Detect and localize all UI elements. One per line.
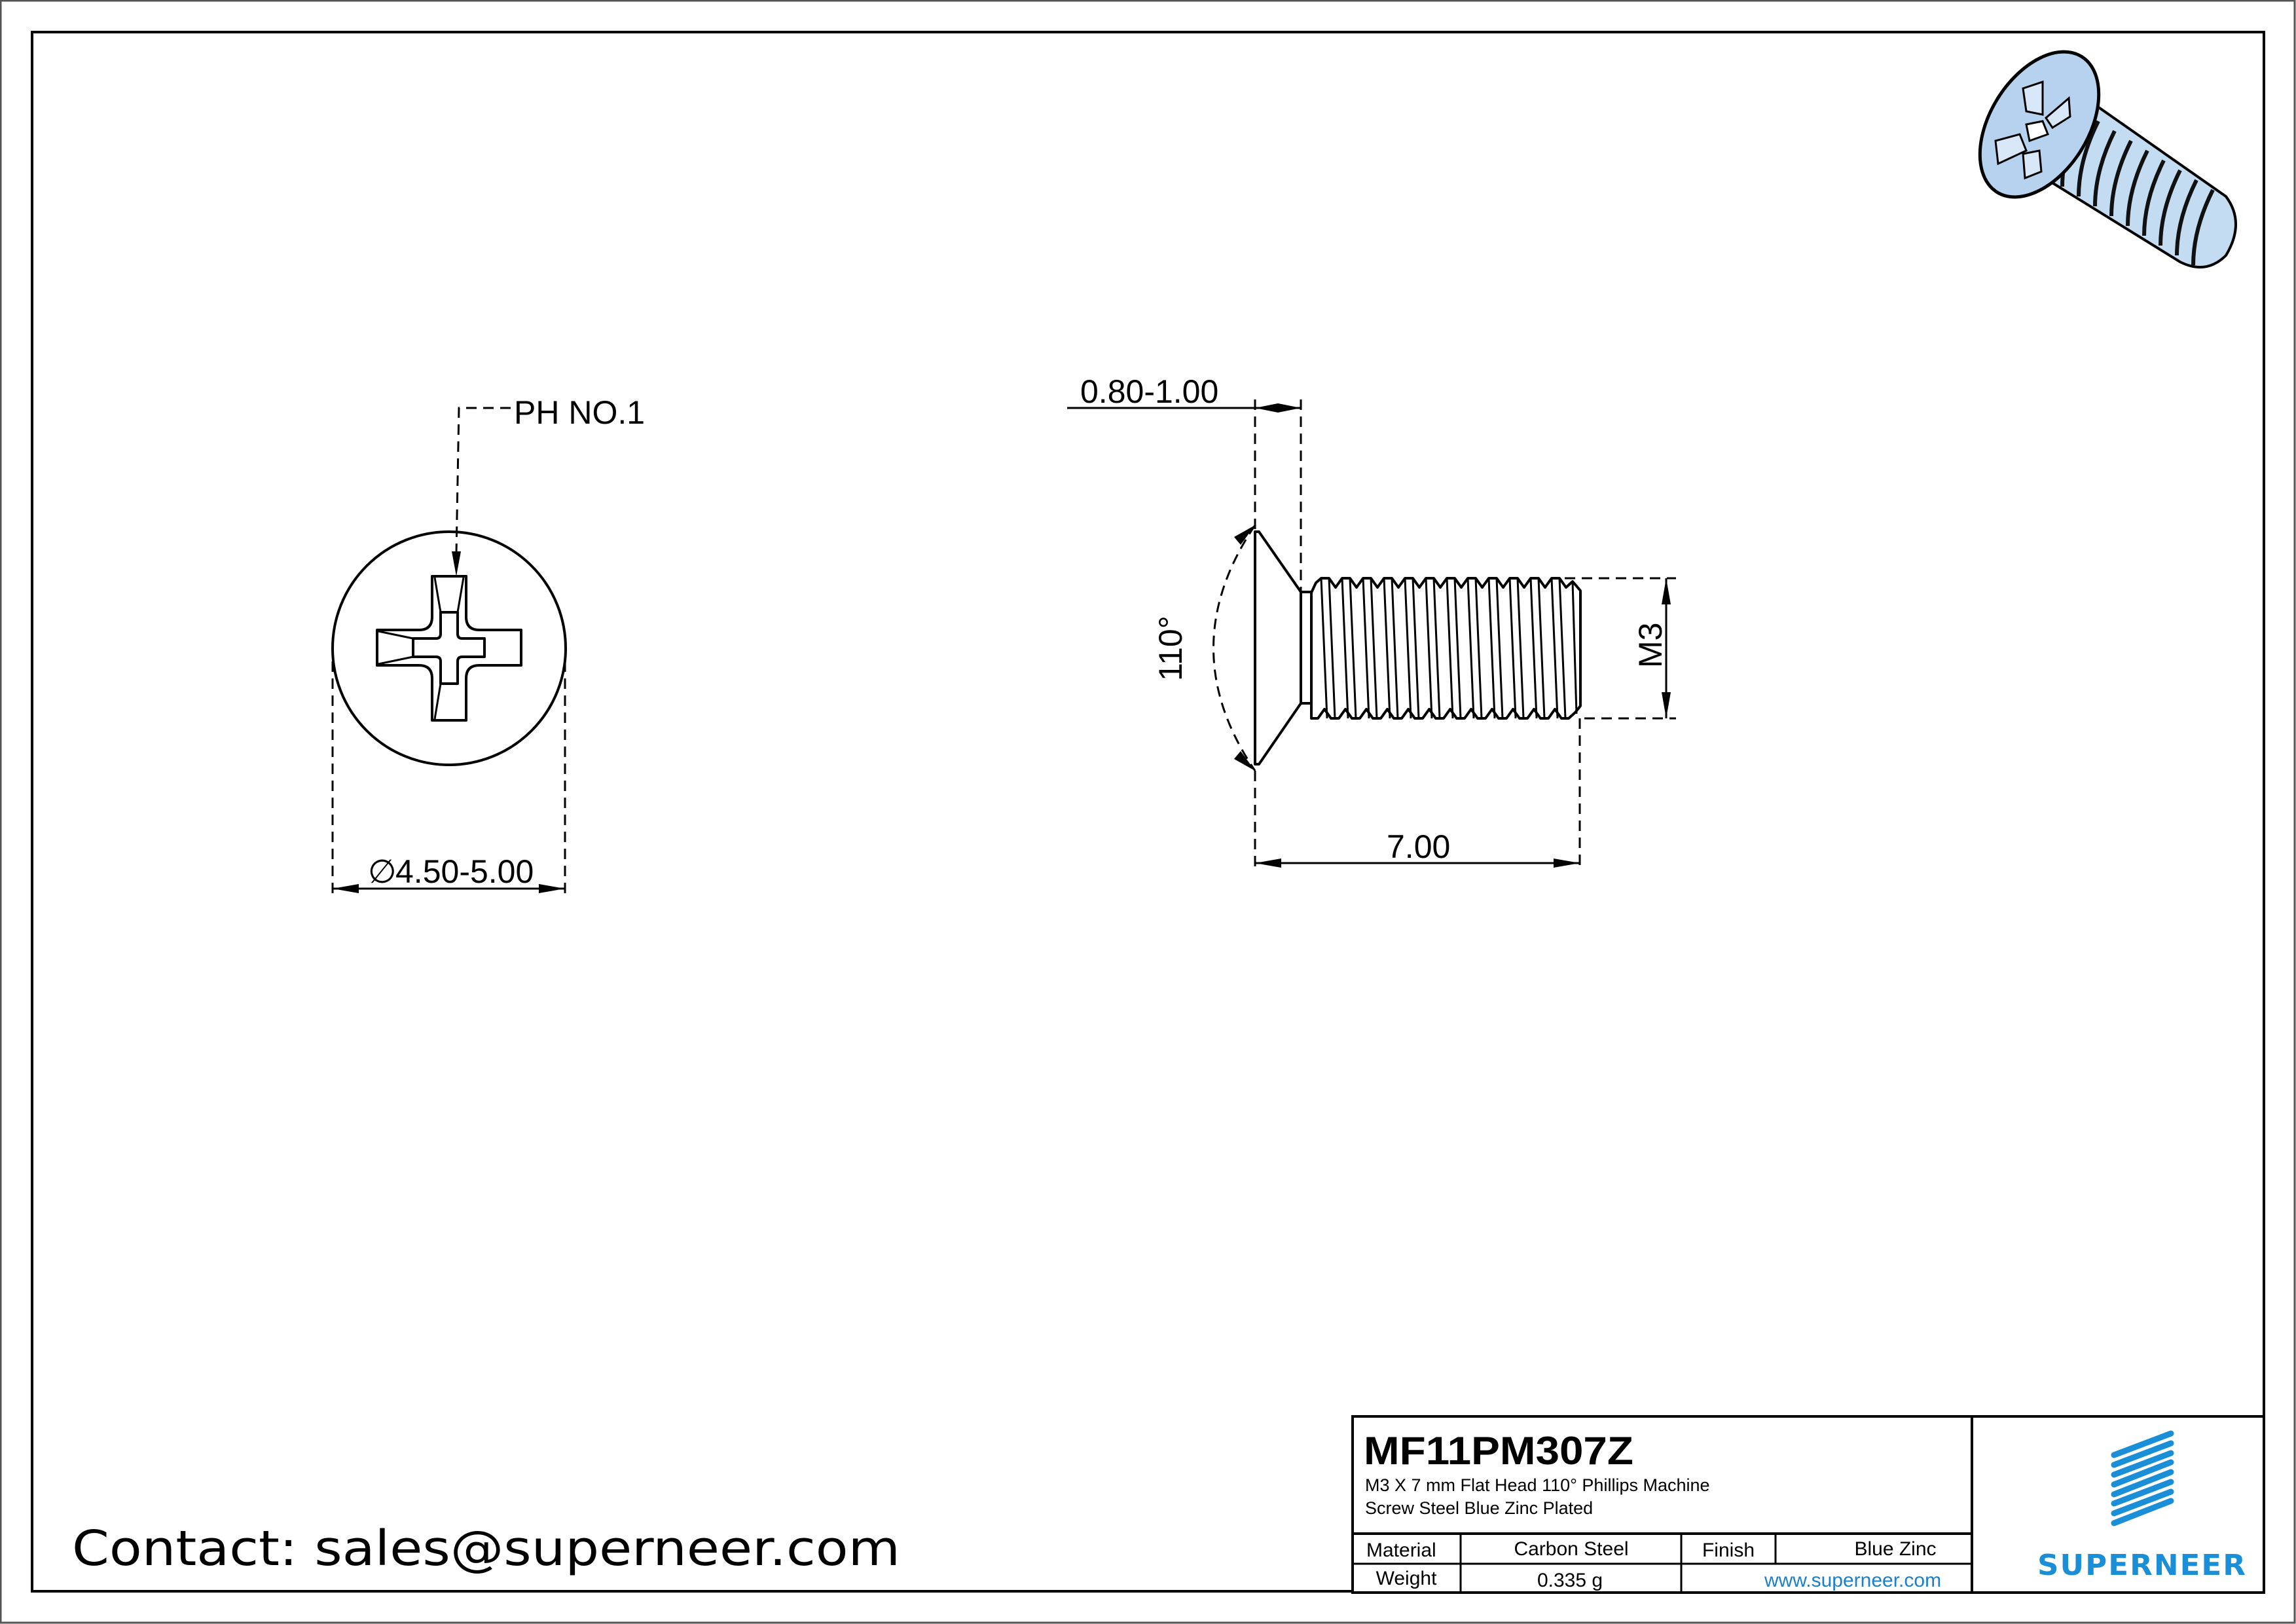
brand-name: SUPERNEER [2037, 1549, 2247, 1582]
weight-label: Weight [1376, 1568, 1437, 1589]
top-view: PH NO.1 ∅ 4.50-5.00 [331, 394, 645, 895]
finish-label: Finish [1702, 1540, 1755, 1561]
finish-value: Blue Zinc [1854, 1538, 1936, 1560]
side-view: 0.80-1.00 110° M3 7.00 [1067, 373, 1676, 870]
weight-value: 0.335 g [1537, 1570, 1603, 1591]
drive-size-label: PH NO.1 [514, 394, 645, 431]
head-outline [331, 530, 567, 766]
material-label: Material [1366, 1540, 1436, 1561]
website-link[interactable]: www.superneer.com [1764, 1570, 1941, 1591]
thread-body [1310, 577, 1582, 720]
superneer-logo-icon [2111, 1430, 2174, 1526]
title-block: MF11PM307Z M3 X 7 mm Flat Head 110° Phil… [1351, 1415, 2265, 1594]
thread-size-dimension: M3 [1632, 623, 1669, 668]
contact-email[interactable]: Contact: sales@superneer.com [72, 1521, 900, 1577]
part-number: MF11PM307Z [1364, 1429, 1633, 1473]
length-dimension: 7.00 [1387, 828, 1450, 865]
phillips-recess-icon [376, 575, 522, 722]
head-height-dimension: 0.80-1.00 [1080, 373, 1218, 410]
diameter-dimension: 4.50-5.00 [395, 853, 534, 890]
head-angle-dimension: 110° [1152, 616, 1189, 681]
description-line-1: M3 X 7 mm Flat Head 110° Phillips Machin… [1365, 1475, 1710, 1495]
leader-arrowhead [452, 551, 461, 576]
description-line-2: Screw Steel Blue Zinc Plated [1365, 1498, 1593, 1518]
countersunk-head [1254, 530, 1302, 766]
drawing-frame [31, 31, 2265, 1593]
drive-leader-line [455, 407, 511, 554]
screw-3d-render-icon [1978, 50, 2237, 268]
diameter-symbol: ∅ [368, 853, 397, 890]
material-value: Carbon Steel [1514, 1538, 1628, 1560]
